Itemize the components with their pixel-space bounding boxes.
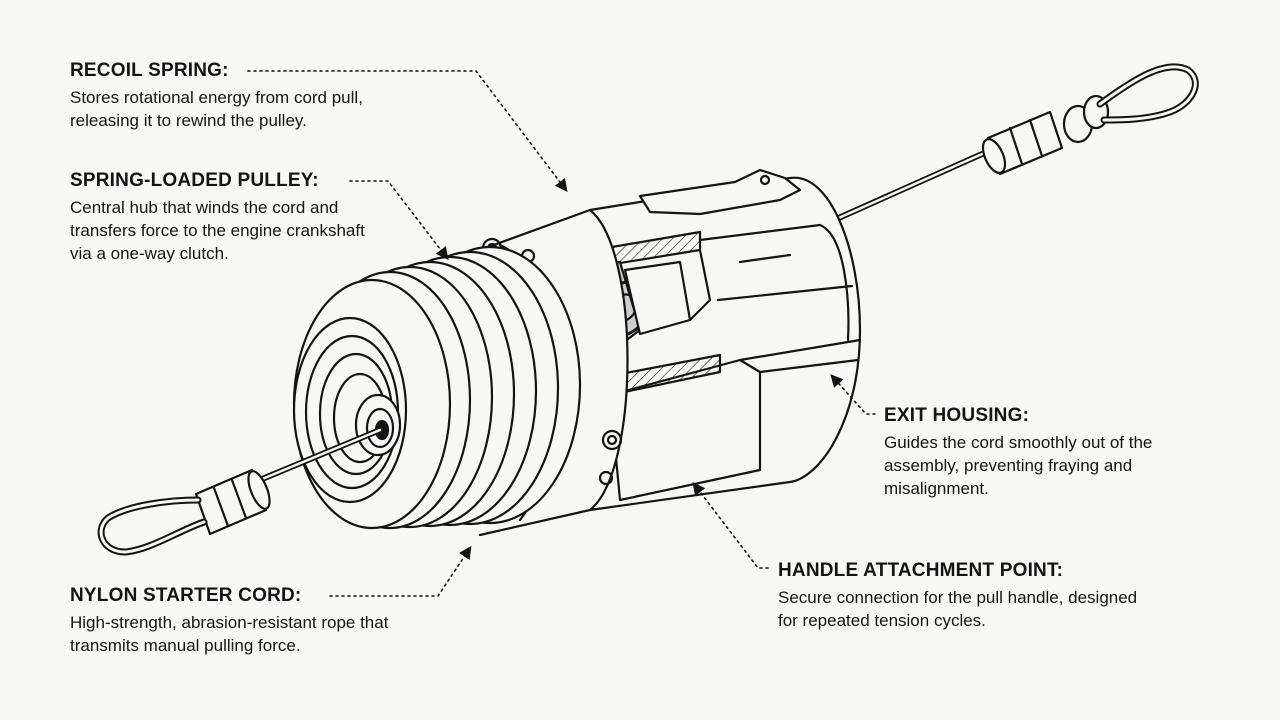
lower-cord	[252, 427, 383, 485]
upper-cord-loop	[1096, 63, 1199, 124]
exit-housing-body	[588, 168, 862, 512]
callout-nylon-starter-cord: NYLON STARTER CORD: High-strength, abras…	[70, 585, 440, 657]
callout-title: NYLON STARTER CORD:	[70, 585, 302, 606]
callout-title: EXIT HOUSING:	[884, 405, 1030, 426]
leader-handle-attachment-point	[692, 481, 769, 569]
callout-handle-attachment-point: HANDLE ATTACHMENT POINT: Secure connecti…	[778, 560, 1138, 632]
upper-ferrule	[981, 110, 1064, 176]
lower-ferrule	[194, 468, 271, 536]
callout-exit-housing: EXIT HOUSING: Guides the cord smoothly o…	[884, 405, 1224, 500]
callout-description: Central hub that winds the cord and tran…	[70, 198, 365, 263]
callout-title: RECOIL SPRING:	[70, 60, 229, 81]
pulley-front-face	[292, 316, 408, 504]
leader-recoil-spring	[247, 70, 568, 193]
callout-description: Secure connection for the pull handle, d…	[778, 588, 1138, 630]
leader-spring-loaded-pulley	[349, 180, 449, 261]
callout-description: High-strength, abrasion-resistant rope t…	[70, 613, 389, 655]
callout-recoil-spring: RECOIL SPRING: Stores rotational energy …	[70, 60, 430, 132]
callout-title: HANDLE ATTACHMENT POINT:	[778, 560, 1064, 581]
leader-nylon-starter-cord	[329, 545, 472, 597]
lower-cord-loop	[97, 496, 208, 556]
callout-spring-loaded-pulley: SPRING-LOADED PULLEY: Central hub that w…	[70, 170, 370, 265]
callout-description: Guides the cord smoothly out of the asse…	[884, 433, 1153, 498]
leader-exit-housing	[830, 374, 876, 415]
callout-description: Stores rotational energy from cord pull,…	[70, 88, 363, 130]
callout-title: SPRING-LOADED PULLEY:	[70, 170, 319, 191]
